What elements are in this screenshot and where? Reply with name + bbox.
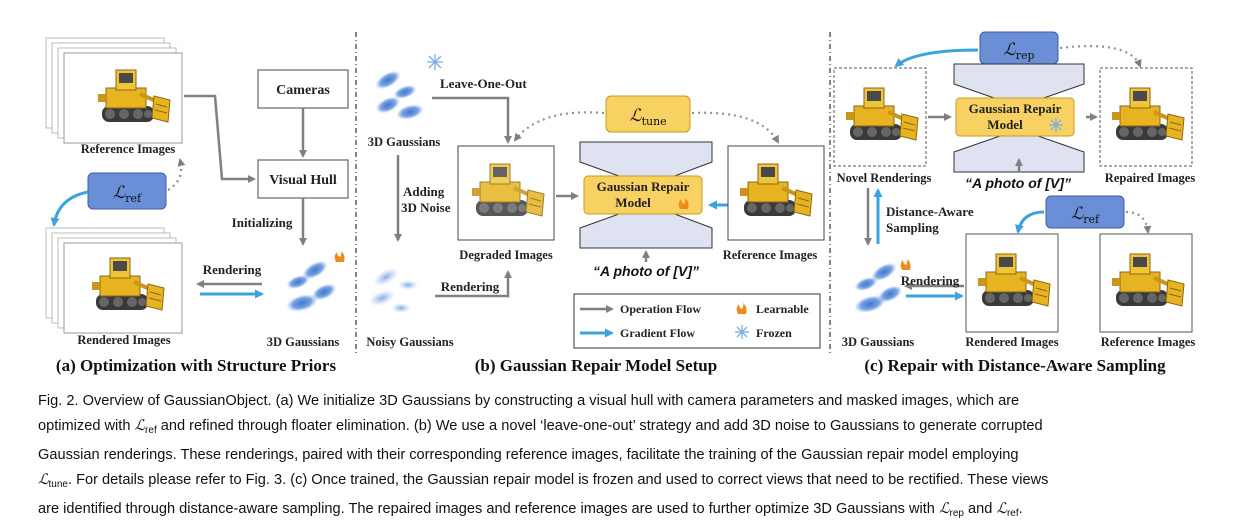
caption-line-4: ℒtune. For details please refer to Fig. … [38,468,1210,498]
repair-model-line2-c: Model [987,117,1023,132]
gaussians-label-a: 3D Gaussians [267,335,340,349]
loss-ref-label-c: ℒref [1071,204,1100,226]
noisy-gaussians-label: Noisy Gaussians [366,335,453,349]
rendered-image-stack [45,227,183,334]
caption-math-sub: rep [949,508,964,519]
caption-text: . For details please refer to Fig. 3. (c… [67,471,1049,488]
caption-line-2: optimized with ℒref and refined through … [38,414,1210,444]
rendered-images-label: Rendered Images [77,333,170,347]
caption-line-1: Fig. 2. Overview of GaussianObject. (a) … [38,393,1020,409]
tune-to-reference-dotted [691,111,779,144]
panel-c: ℒrep Novel Renderings Gaussian Repair Mo… [833,31,1196,375]
legend-box [573,293,821,349]
visual-hull-box [257,159,349,199]
tune-to-degraded-dotted [513,111,605,142]
gaussians-blob-c [854,262,903,313]
prompt-label-c: “A photo of [V]” [965,175,1071,191]
gaussians-blob-b [375,70,424,120]
rep-to-repaired-dotted [1059,45,1142,68]
flame-icon [678,198,689,209]
distance-aware-label-1: Distance-Aware [886,204,974,219]
legend-learnable-label: Learnable [756,302,809,316]
gradient-to-rendered-arrow [50,190,89,227]
rendering-arrow-b [435,270,512,298]
gaussians-blob-a [286,260,337,312]
adding-noise-label-2: 3D Noise [401,200,451,215]
repair-model-line2-b: Model [615,195,651,210]
loss-rep-label: ℒrep [1003,40,1034,62]
caption-math-sub: ref [145,424,157,436]
caption-math-loss: ℒ [134,416,146,434]
loss-tune-box [605,95,691,133]
noisy-gaussians-blob [368,267,418,313]
leave-one-out-label: Leave-One-Out [440,76,527,91]
repair-model-line1-c: Gaussian Repair [969,101,1062,116]
caption-text: . [1018,501,1023,517]
snowflake-icon [1049,118,1063,132]
rendering-label-a: Rendering [203,262,262,277]
loss-ref-label-a: ℒref [113,183,142,205]
legend-frozen-label: Frozen [756,326,792,340]
rendering-label-c: Rendering [901,273,960,288]
loss-tune-label: ℒtune [629,106,666,128]
panel-b: 3D Gaussians Leave-One-Out Adding 3D Noi… [366,54,825,375]
panel-c-title: (c) Repair with Distance-Aware Sampling [864,356,1166,375]
loss-ref-box-c [1045,195,1125,229]
novel-renderings-label: Novel Renderings [837,171,932,185]
panel-a-title: (a) Optimization with Structure Priors [56,356,337,375]
reference-images-label: Reference Images [81,142,176,156]
repair-model-label-box-b [583,175,703,215]
reference-image-stack [45,37,183,144]
legend: Operation Flow Gradient Flow Learnable F… [573,293,821,349]
legend-operation-label: Operation Flow [620,302,701,316]
gaussians-label-b: 3D Gaussians [368,135,441,149]
repair-model-label-box-c [955,97,1075,137]
figure-caption: Fig. 2. Overview of GaussianObject. (a) … [38,389,1210,527]
snowflake-icon [735,325,749,339]
flame-icon [900,259,911,270]
adding-noise-label-1: Adding [403,184,445,199]
flame-icon [736,303,747,314]
cameras-label: Cameras [276,83,330,98]
caption-line-5: are identified through distance-aware sa… [38,497,1210,527]
rendering-label-b: Rendering [441,279,500,294]
caption-math-loss: ℒ [938,500,950,517]
distance-aware-label-2: Sampling [886,220,939,235]
caption-text: and refined through floater elimination.… [156,417,1043,434]
caption-text: optimized with [38,417,135,434]
loss-ref-box-a [87,172,167,210]
ref-gradient-to-rendered [1014,210,1045,234]
initializing-label: Initializing [232,215,293,230]
caption-math-sub: ref [1006,508,1019,519]
legend-gradient-label: Gradient Flow [620,326,695,340]
leave-one-out-arrow [432,96,512,144]
visual-hull-label: Visual Hull [269,173,337,188]
panel-a: Reference Images Cameras Visual Hull Ini… [45,37,349,375]
snowflake-icon [427,54,443,70]
repair-model-line1-b: Gaussian Repair [597,179,690,194]
caption-text: and [963,501,997,517]
refs-to-hull-arrow [184,94,256,183]
prompt-label-b: “A photo of [V]” [593,263,699,279]
panel-b-title: (b) Gaussian Repair Model Setup [475,356,717,375]
gaussians-label-c: 3D Gaussians [842,335,915,349]
caption-text: are identified through distance-aware sa… [38,501,939,517]
reference-images-label-b: Reference Images [723,248,818,262]
loss-ref-dotted-arrow [167,158,186,191]
degraded-images-label: Degraded Images [459,248,553,262]
rep-gradient-to-novel [894,48,979,68]
caption-math-sub: tune [48,478,68,490]
caption-math-loss: ℒ [38,470,49,488]
overview-figure: Reference Images Cameras Visual Hull Ini… [45,31,1196,375]
rendered-images-label-c: Rendered Images [965,335,1058,349]
repaired-images-label: Repaired Images [1105,171,1196,185]
caption-math-loss: ℒ [996,500,1007,517]
flame-icon [334,251,345,262]
ref-to-reference-dotted [1125,210,1152,234]
caption-line-3: Gaussian renderings. These renderings, p… [38,447,1019,463]
reference-images-label-c: Reference Images [1101,335,1196,349]
